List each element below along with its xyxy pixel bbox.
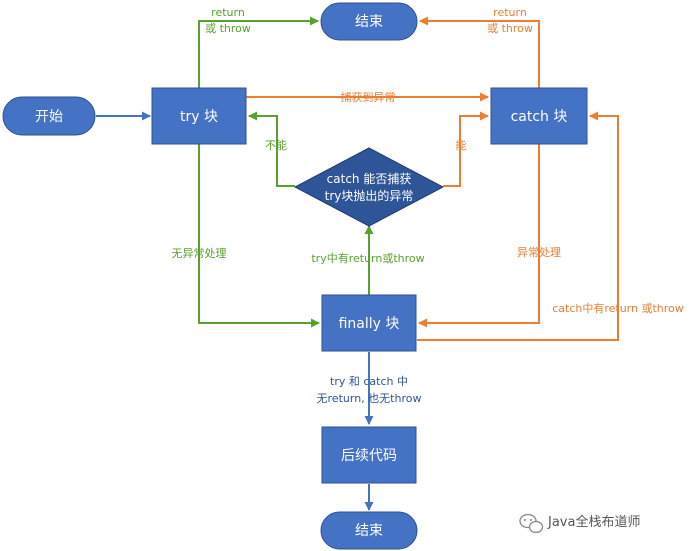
label-exception-caught: 捕获到异常 xyxy=(341,90,396,104)
label-try-return-1: return xyxy=(211,6,245,19)
finally-block-node xyxy=(321,294,417,352)
decision-node xyxy=(293,147,445,227)
edge-finally-to-catch xyxy=(417,111,619,341)
start-label: 开始 xyxy=(35,109,63,125)
end-bottom-node xyxy=(320,511,418,550)
edge-decision-to-try xyxy=(248,111,295,187)
label-cannot: 不能 xyxy=(265,138,287,152)
decision-label-line1: catch 能否捕获 xyxy=(327,171,412,186)
label-normal-2: 无return, 也无throw xyxy=(317,392,422,405)
subsequent-code-node xyxy=(321,426,417,484)
try-block-node xyxy=(151,87,247,145)
label-no-exception: 无异常处理 xyxy=(172,247,227,260)
label-normal-1: try 和 catch 中 xyxy=(330,375,408,388)
label-finally-try-return: try中有return或throw xyxy=(311,251,424,265)
finally-block-label: finally 块 xyxy=(339,316,400,332)
end-top-label: 结束 xyxy=(355,14,383,30)
edge-try-to-end xyxy=(198,16,319,88)
decision-label-line2: try块抛出的异常 xyxy=(325,188,414,203)
subsequent-code-label: 后续代码 xyxy=(341,447,397,464)
end-top-node xyxy=(320,2,418,41)
try-block-label: try 块 xyxy=(180,109,218,125)
label-catch-return-2: 或 throw xyxy=(487,22,533,35)
catch-block-label: catch 块 xyxy=(511,109,568,125)
catch-block-node xyxy=(490,87,588,145)
edge-catch-to-finally xyxy=(418,144,540,328)
label-finally-catch-return: catch中有return 或throw xyxy=(552,301,684,315)
edge-catch-to-end xyxy=(419,16,540,88)
label-can: 能 xyxy=(456,138,467,152)
edge-decision-to-catch xyxy=(443,111,489,187)
label-catch-return-1: return xyxy=(493,6,527,19)
label-try-return-2: 或 throw xyxy=(205,22,251,35)
edge-try-to-finally xyxy=(198,144,320,328)
label-exception-handling: 异常处理 xyxy=(517,246,561,259)
end-bottom-label: 结束 xyxy=(355,523,383,539)
watermark-text: Java全栈布道师 xyxy=(547,514,640,530)
start-node xyxy=(2,96,96,136)
wechat-icon xyxy=(519,513,544,534)
